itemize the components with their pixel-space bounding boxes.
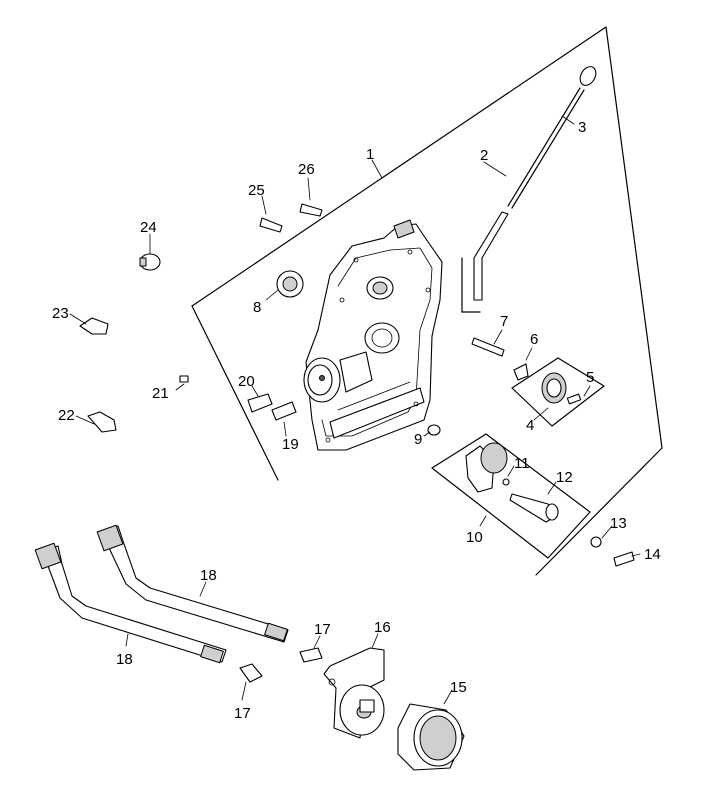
callout-25: 25: [248, 182, 265, 199]
union-20: [247, 393, 273, 413]
callout-2: 2: [480, 147, 488, 164]
subframe-oil-pump: [431, 433, 591, 559]
pump-shaft: [471, 337, 505, 357]
group-frame-left-edge: [191, 305, 279, 481]
callout-17-upper: 17: [314, 621, 331, 638]
callout-23: 23: [52, 305, 69, 322]
dipstick-tube: [473, 211, 509, 301]
callout-11: 11: [514, 455, 530, 472]
callout-12: 12: [556, 469, 573, 486]
tee-fitting-23: [79, 317, 109, 335]
oil-filter: [397, 703, 465, 771]
gear-pin: [566, 393, 582, 405]
hose-fitting-lower: [239, 663, 263, 683]
callout-15: 15: [450, 679, 467, 696]
callout-5: 5: [586, 369, 594, 386]
filter-adapter: [323, 647, 385, 739]
dipstick: [507, 66, 597, 209]
bolt-26: [299, 203, 323, 217]
oil-seal: [276, 270, 304, 298]
oil-hose-lower: [34, 542, 227, 664]
crankcase-cover: [303, 219, 443, 451]
oil-hose-upper: [96, 524, 289, 643]
drain-bolt: [613, 551, 635, 567]
callout-7: 7: [500, 313, 508, 330]
leader-lines: [69, 115, 641, 705]
oil-pump-assembly: [465, 442, 559, 523]
callout-1: 1: [366, 146, 374, 163]
callout-6: 6: [530, 331, 538, 348]
pressure-switch: [139, 253, 161, 271]
callout-17-lower: 17: [234, 705, 251, 722]
callout-13: 13: [610, 515, 627, 532]
subframe-pump-gear: [511, 357, 605, 427]
callout-26: 26: [298, 161, 315, 178]
callout-10: 10: [466, 529, 483, 546]
retaining-clip: [513, 363, 529, 381]
subframe-dipstick-tube: [461, 257, 481, 313]
callout-3: 3: [578, 119, 586, 136]
callout-9: 9: [414, 431, 422, 448]
callout-20: 20: [238, 373, 255, 390]
hose-fitting-upper: [299, 647, 323, 663]
group-frame-outline: [191, 26, 663, 576]
small-plug: [179, 375, 189, 383]
callout-18-upper: 18: [200, 567, 217, 584]
callout-16: 16: [374, 619, 391, 636]
callout-18-lower: 18: [116, 651, 133, 668]
elbow-fitting-22: [87, 411, 117, 433]
union-19: [271, 401, 297, 421]
callout-numbers: 1 2 3 4 5 6 7 8 9 10 11 12 13 14 15 16 1…: [52, 119, 661, 722]
callout-4: 4: [526, 417, 534, 434]
callout-22: 22: [58, 407, 75, 424]
pump-gear: [541, 372, 567, 404]
callout-14: 14: [644, 546, 661, 563]
callout-21: 21: [152, 385, 169, 402]
callout-8: 8: [253, 299, 261, 316]
o-ring: [427, 424, 441, 436]
callout-19: 19: [282, 436, 299, 453]
bolt-25: [259, 217, 283, 233]
sealing-washer: [590, 536, 602, 548]
callout-24: 24: [140, 219, 157, 236]
